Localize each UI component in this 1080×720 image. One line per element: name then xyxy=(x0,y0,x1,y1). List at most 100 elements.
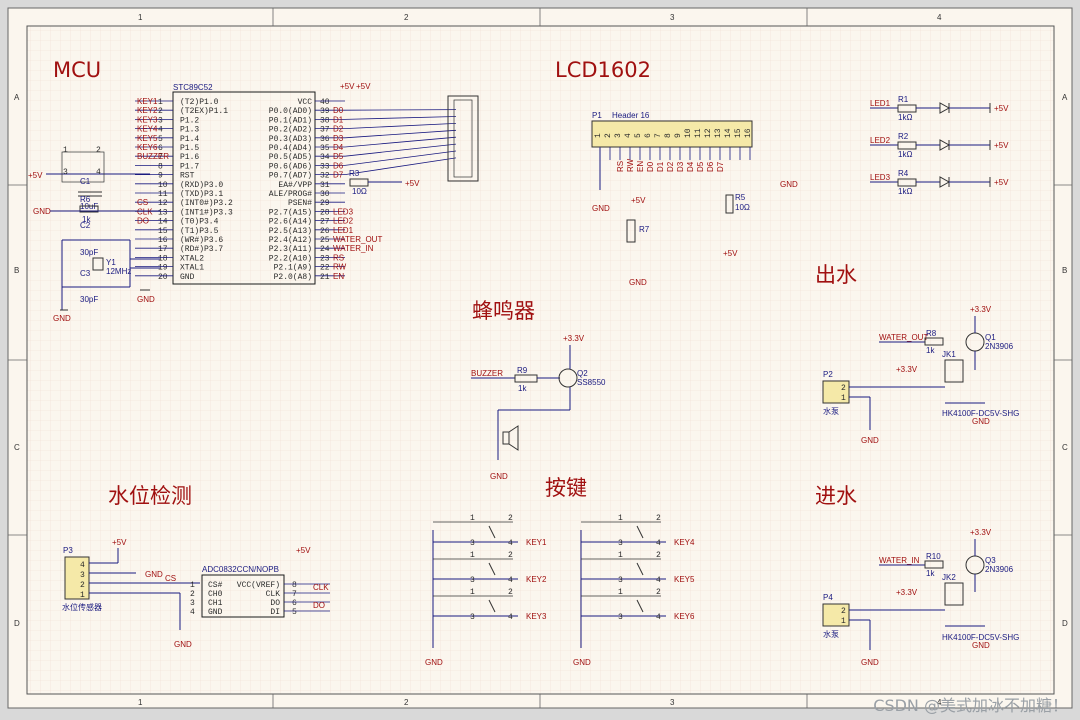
mcu-left-num: 18 xyxy=(158,254,168,263)
mcu-right-pin: P2.1(A9) xyxy=(274,264,312,273)
lcd-net: D2 xyxy=(666,161,675,172)
svg-text:1: 1 xyxy=(470,588,475,597)
switch-icon xyxy=(488,562,496,576)
r8-val: 1k xyxy=(926,346,935,355)
mcu-left-num: 7 xyxy=(158,153,163,162)
r8-ref: R8 xyxy=(926,329,937,338)
key-net: KEY5 xyxy=(674,575,695,584)
led-resistor-val: 1kΩ xyxy=(898,150,912,159)
mcu-left-pin: P1.4 xyxy=(180,135,199,144)
mcu-vcc2: +5V xyxy=(356,82,371,91)
mcu-right-num: 32 xyxy=(320,172,330,181)
lcd-pin-num: 15 xyxy=(734,128,743,138)
r3-vcc: +5V xyxy=(405,179,420,188)
lcd-pin-num: 16 xyxy=(744,128,753,138)
key-net: KEY3 xyxy=(526,612,547,621)
mcu-right-net: RW xyxy=(333,263,347,272)
mcu-left-num: 5 xyxy=(158,135,163,144)
buzzer-vcc: +3.3V xyxy=(563,334,585,343)
svg-text:4: 4 xyxy=(96,168,101,177)
adc-part: ADC0832CCN/NOPB xyxy=(202,565,279,574)
mcu-right-pin: P2.0(A8) xyxy=(274,273,312,282)
out-vcc: +3.3V xyxy=(970,305,992,314)
svg-text:2: 2 xyxy=(841,384,846,393)
p2-ref: P2 xyxy=(823,370,833,379)
mcu-right-num: 26 xyxy=(320,227,330,236)
mcu-right-pin: P0.4(AD4) xyxy=(269,144,312,153)
mcu-left-num: 16 xyxy=(158,236,168,245)
section-title-buzzer: 蜂鸣器 xyxy=(472,299,535,323)
mcu-left-num: 20 xyxy=(158,273,168,282)
mcu-gnd: GND xyxy=(137,295,155,304)
adc-right-pin: DO xyxy=(270,599,280,608)
svg-text:3: 3 xyxy=(618,539,623,548)
mcu-right-pin: P0.6(AD6) xyxy=(269,162,312,171)
row-label: C xyxy=(1062,443,1068,452)
adc-right-pin: CLK xyxy=(266,590,281,599)
mcu-right-net: WATER_OUT xyxy=(333,235,382,244)
adc-right-num: 7 xyxy=(292,590,297,599)
mcu-vcc1: +5V xyxy=(340,82,355,91)
lcd-gnd2: GND xyxy=(629,278,647,287)
out-gnd2: GND xyxy=(972,417,990,426)
switch-icon xyxy=(636,599,644,613)
mcu-left-pin: XTAL2 xyxy=(180,254,204,263)
mcu-right-net: D7 xyxy=(333,171,344,180)
mcu-left-net: BUZZER xyxy=(137,152,169,161)
key-net: KEY4 xyxy=(674,538,695,547)
lcd-net: D3 xyxy=(676,161,685,172)
lcd-net: D6 xyxy=(706,161,715,172)
svg-text:1: 1 xyxy=(63,146,68,155)
mcu-pins: (T2)P1.01KEY1(T2EX)P1.12KEY2P1.23KEY3P1.… xyxy=(135,97,457,282)
section-title-lcd: LCD1602 xyxy=(555,58,651,82)
svg-text:2: 2 xyxy=(96,146,101,155)
in-gnd2: GND xyxy=(972,641,990,650)
c1-ref: C1 xyxy=(80,177,91,186)
svg-text:1: 1 xyxy=(470,514,475,523)
lcd-pin-num: 9 xyxy=(674,133,683,138)
mcu-left-num: 8 xyxy=(158,162,163,171)
q2-ref: Q2 xyxy=(577,369,588,378)
led-icon xyxy=(939,139,951,151)
mcu-right-pin: PSEN# xyxy=(288,199,312,208)
mcu-left-net: KEY4 xyxy=(137,125,158,134)
mcu-right-num: 38 xyxy=(320,116,330,125)
adc-right-num: 8 xyxy=(292,581,297,590)
c2-ref: C2 xyxy=(80,221,91,230)
led-net: LED2 xyxy=(870,136,891,145)
mcu-left-num: 6 xyxy=(158,144,163,153)
mcu-left-net: KEY1 xyxy=(137,97,158,106)
lcd-header xyxy=(591,120,753,148)
mcu-left-pin: (T2EX)P1.1 xyxy=(180,107,228,116)
level-vcc2: +5V xyxy=(296,546,311,555)
mcu-left-pin: GND xyxy=(180,273,195,282)
mcu-right-num: 39 xyxy=(320,107,330,116)
lcd-pin-num: 1 xyxy=(594,133,603,138)
section-title-level: 水位检测 xyxy=(108,484,192,508)
lcd-net: D0 xyxy=(646,161,655,172)
svg-text:3: 3 xyxy=(618,576,623,585)
key-net: KEY6 xyxy=(674,612,695,621)
svg-text:4: 4 xyxy=(656,539,661,548)
buzzer-gnd: GND xyxy=(490,472,508,481)
lcd-pin-num: 10 xyxy=(684,128,693,138)
mcu-right-num: 40 xyxy=(320,98,330,107)
adc-left-num: 2 xyxy=(190,590,195,599)
frame-zones xyxy=(8,8,1072,708)
svg-text:4: 4 xyxy=(80,561,85,570)
lcd-net: D1 xyxy=(656,161,665,172)
lcd-gnd: GND xyxy=(592,204,610,213)
mcu-right-num: 37 xyxy=(320,126,330,135)
mcu-right-num: 23 xyxy=(320,254,330,263)
row-label: B xyxy=(1062,266,1067,275)
svg-text:1: 1 xyxy=(470,551,475,560)
svg-text:3: 3 xyxy=(63,168,68,177)
y1-val: 12MHz xyxy=(106,267,131,276)
mcu-left-pin: (RXD)P3.0 xyxy=(180,181,223,190)
in-vcc2: +3.3V xyxy=(896,588,918,597)
jk1-part: HK4100F-DC5V-SHG xyxy=(942,409,1019,418)
lcd-pin-num: 6 xyxy=(644,133,653,138)
out-gnd: GND xyxy=(861,436,879,445)
r10-val: 1k xyxy=(926,569,935,578)
